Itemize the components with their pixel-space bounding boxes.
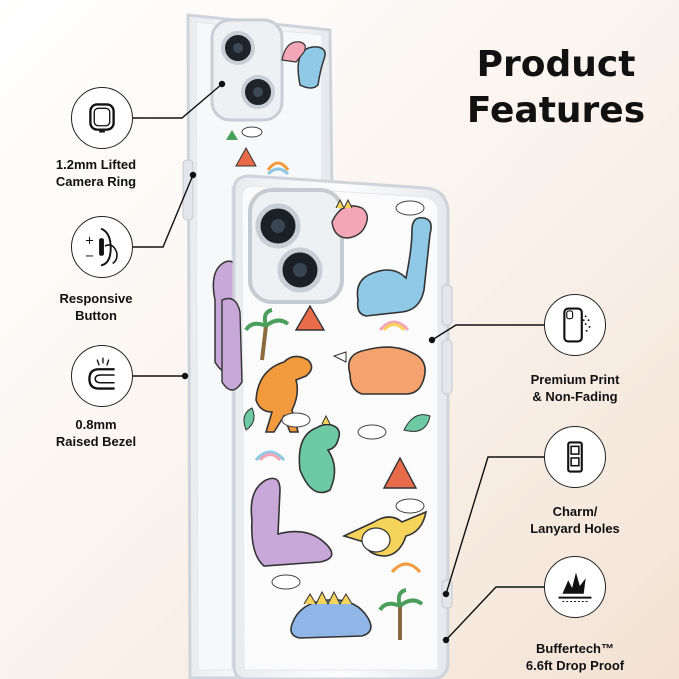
page-title: Product Features [456,42,656,134]
camera-ring-icon [71,87,133,149]
feature-print-label: Premium Print & Non-Fading [530,372,620,404]
feature-holes-label: Charm/ Lanyard Holes [530,504,620,536]
svg-text:−: − [85,249,95,263]
title-line-2: Features [466,90,646,131]
feature-button-label: Responsive Button [59,291,133,323]
front-side-button-2 [441,339,453,395]
front-side-button-1 [441,284,453,326]
drop-impact-icon [544,556,606,618]
phone-print-icon [544,294,606,356]
feature-bezel-label: 0.8mm Raised Bezel [55,417,137,449]
lanyard-hole-icon [544,426,606,488]
feature-drop-label: Buffertech™ 6.6ft Drop Proof [525,641,625,673]
raised-bezel-icon [71,345,133,407]
back-phone-side-button [182,159,194,221]
svg-text:+: + [85,233,95,247]
button-press-icon: + − [71,216,133,278]
title-line-1: Product [476,44,636,85]
front-phone [221,174,453,679]
feature-camera-ring-label: 1.2mm Lifted Camera Ring [55,157,137,189]
callout-lines [133,80,544,644]
